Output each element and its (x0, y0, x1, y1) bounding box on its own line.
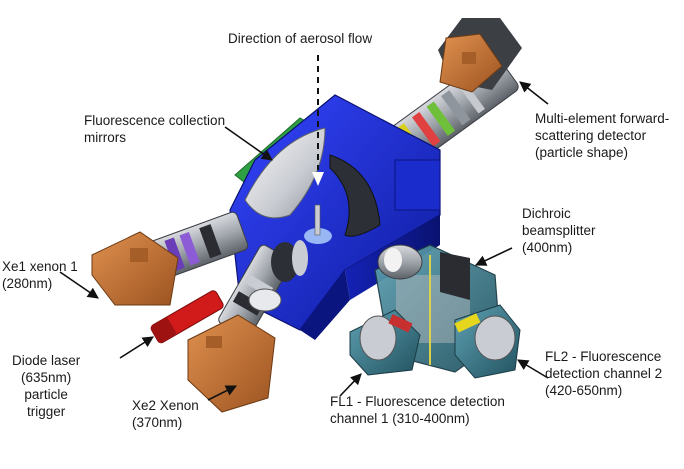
fl1-callout-arrow (339, 373, 362, 397)
xe2-lamp-housing (187, 314, 276, 413)
fl1-detector (349, 309, 421, 376)
mirrors-callout-arrow (224, 126, 273, 161)
label-fl1: FL1 - Fluorescence detection channel 1 (… (330, 394, 505, 426)
label-fl2: FL2 - Fluorescence detection channel 2 (… (545, 349, 663, 398)
flow-arrow-inside (312, 172, 324, 186)
laser-optics (248, 240, 308, 312)
label-xe1: Xe1 xenon 1 (280nm) (2, 259, 78, 291)
forward-scatter-detector-housing (438, 18, 522, 93)
xe1-lamp-housing (91, 231, 179, 306)
collection-mirror (244, 127, 326, 219)
label-dichroic-beamsplitter: Dichroic beamsplitter (400nm) (522, 206, 596, 255)
label-fluorescence-mirrors: Fluorescence collection mirrors (84, 113, 226, 145)
laser-callout-arrow (119, 336, 154, 359)
label-diode-laser: Diode laser (635nm) particle trigger (12, 353, 81, 419)
aerosol-nozzle (314, 204, 321, 236)
label-xe2: Xe2 Xenon (370nm) (132, 398, 199, 430)
xe2-callout-arrow (207, 385, 238, 401)
label-forward-scatter-detector: Multi-element forward- scattering detect… (535, 111, 670, 160)
diode-laser (150, 290, 224, 344)
sample-focus (304, 228, 332, 244)
fl2-detector (454, 304, 521, 379)
label-aerosol-flow: Direction of aerosol flow (228, 31, 373, 46)
dichroic-callout-arrow (474, 247, 513, 266)
xe1-callout-arrow (59, 271, 99, 299)
fl2-callout-arrow (517, 359, 549, 379)
forward-callout-arrow (519, 81, 549, 105)
collection-mirror-right (329, 154, 381, 237)
